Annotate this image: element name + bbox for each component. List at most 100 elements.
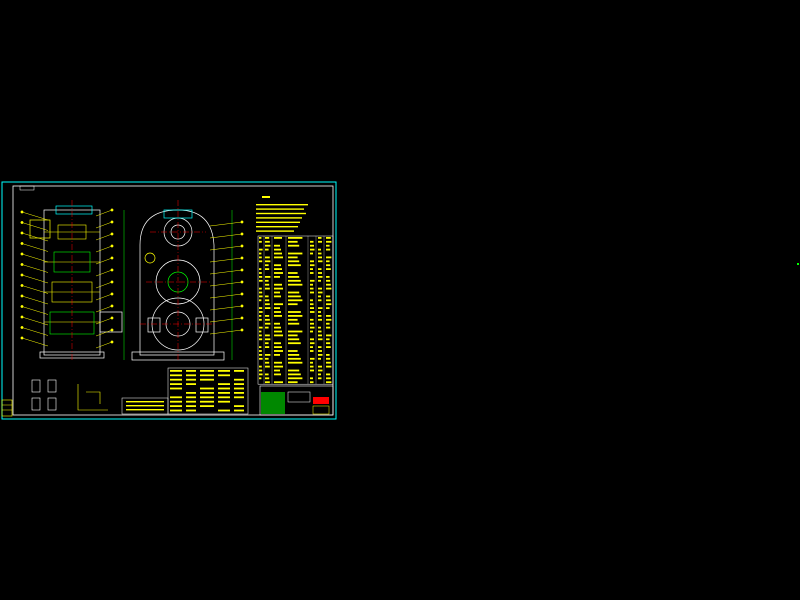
data-table-main xyxy=(167,367,249,415)
parts-cell-23-4 xyxy=(288,322,300,325)
balloon-right-10 xyxy=(110,316,114,320)
parts-cell-30-4 xyxy=(288,350,298,352)
parts-cell-2-4 xyxy=(288,240,298,243)
leader-left-9 xyxy=(21,295,49,305)
parts-cell-2-2 xyxy=(265,240,270,243)
data-cell-7-2 xyxy=(186,396,196,399)
parts-cell-28-5 xyxy=(310,342,315,345)
parts-cell-31-7 xyxy=(326,354,330,356)
parts-cell-12-1 xyxy=(259,279,263,282)
data-cell-3-2 xyxy=(186,378,196,381)
parts-cell-31-2 xyxy=(265,354,271,356)
data-cell-5-3 xyxy=(200,387,214,390)
parts-cell-3-7 xyxy=(326,244,330,247)
parts-cell-24-6 xyxy=(318,326,321,329)
parts-cell-32-7 xyxy=(326,357,331,360)
parts-cell-21-7 xyxy=(326,315,331,317)
parts-cell-8-5 xyxy=(310,264,315,267)
leader-right-10 xyxy=(95,317,113,325)
parts-cell-8-4 xyxy=(288,264,301,267)
leader-mid-6 xyxy=(209,281,243,287)
parts-cell-15-4 xyxy=(288,291,300,294)
balloon-left-2 xyxy=(20,221,24,224)
parts-cell-7-7 xyxy=(326,260,330,263)
balloon-left-7 xyxy=(20,273,24,277)
data-cell-3-3 xyxy=(200,378,214,381)
parts-cell-23-3 xyxy=(274,322,280,325)
parts-cell-14-7 xyxy=(326,287,332,290)
parts-cell-36-7 xyxy=(326,373,331,376)
data-cell-9-2 xyxy=(186,405,196,407)
balloon-right-6 xyxy=(110,268,114,272)
note-line-5 xyxy=(256,221,300,223)
leader-right-11 xyxy=(95,329,113,337)
parts-cell-36-4 xyxy=(288,373,301,376)
section-leader-lines xyxy=(20,208,114,349)
data-cell-5-1 xyxy=(170,387,182,390)
balloon-mid-5 xyxy=(240,268,244,272)
note-line-3 xyxy=(256,212,306,215)
parts-cell-37-4 xyxy=(288,377,303,380)
parts-cell-6-7 xyxy=(326,256,332,259)
data-left-line-1 xyxy=(126,401,164,403)
parts-cell-1-7 xyxy=(326,237,331,239)
note-line-2 xyxy=(256,208,304,210)
parts-cell-28-4 xyxy=(288,342,301,345)
parts-cell-23-7 xyxy=(326,322,330,325)
parts-cell-36-1 xyxy=(259,373,263,376)
balloon-right-5 xyxy=(110,256,114,260)
parts-cell-11-6 xyxy=(318,276,323,278)
parts-cell-38-2 xyxy=(265,381,270,384)
parts-cell-24-5 xyxy=(310,326,315,329)
parts-cell-16-2 xyxy=(265,295,269,298)
leader-mid-5 xyxy=(209,269,243,275)
parts-cell-9-3 xyxy=(274,268,282,270)
parts-cell-15-6 xyxy=(318,291,323,294)
leader-left-13 xyxy=(21,337,49,347)
leader-mid-9 xyxy=(209,317,243,323)
parts-list-table xyxy=(257,235,334,385)
parts-cell-25-5 xyxy=(310,330,313,333)
parts-cell-27-5 xyxy=(310,338,314,341)
parts-cell-34-5 xyxy=(310,365,314,368)
data-cell-8-1 xyxy=(170,400,182,403)
parts-cell-19-2 xyxy=(265,307,271,309)
parts-cell-26-4 xyxy=(288,334,298,337)
parts-cell-35-6 xyxy=(318,369,323,372)
balloon-mid-6 xyxy=(240,280,244,284)
parts-cell-37-1 xyxy=(259,377,262,380)
parts-cell-5-6 xyxy=(318,252,322,255)
parts-cell-11-7 xyxy=(326,276,330,278)
parts-cell-35-4 xyxy=(288,369,300,372)
parts-cell-19-3 xyxy=(274,307,280,309)
parts-cell-17-2 xyxy=(265,299,270,302)
leader-left-7 xyxy=(21,274,49,284)
leader-left-12 xyxy=(21,327,49,336)
data-cell-1-1 xyxy=(170,370,182,372)
parts-cell-18-5 xyxy=(310,303,314,306)
parts-cell-36-2 xyxy=(265,373,269,376)
parts-cell-10-4 xyxy=(288,272,298,274)
parts-cell-1-3 xyxy=(274,237,282,239)
parts-cell-8-2 xyxy=(265,264,269,267)
parts-cell-12-5 xyxy=(310,279,315,282)
parts-cell-13-7 xyxy=(326,283,331,286)
parts-cell-38-3 xyxy=(274,381,283,384)
parts-cell-36-6 xyxy=(318,373,321,376)
parts-cell-25-3 xyxy=(274,330,282,333)
data-cell-9-5 xyxy=(234,405,244,407)
parts-cell-33-3 xyxy=(274,361,282,364)
parts-cell-7-1 xyxy=(259,260,263,263)
parts-cell-24-3 xyxy=(274,326,281,329)
parts-cell-24-1 xyxy=(259,326,263,329)
parts-cell-27-6 xyxy=(318,338,323,341)
parts-cell-31-6 xyxy=(318,354,323,356)
parts-cell-27-1 xyxy=(259,338,263,341)
technical-notes xyxy=(256,196,308,232)
title-block-outline xyxy=(259,385,334,416)
parts-cell-24-2 xyxy=(265,326,269,329)
parts-cell-20-3 xyxy=(274,311,281,313)
parts-cell-33-7 xyxy=(326,361,331,364)
data-cell-1-4 xyxy=(218,370,230,372)
parts-cell-12-4 xyxy=(288,279,301,282)
